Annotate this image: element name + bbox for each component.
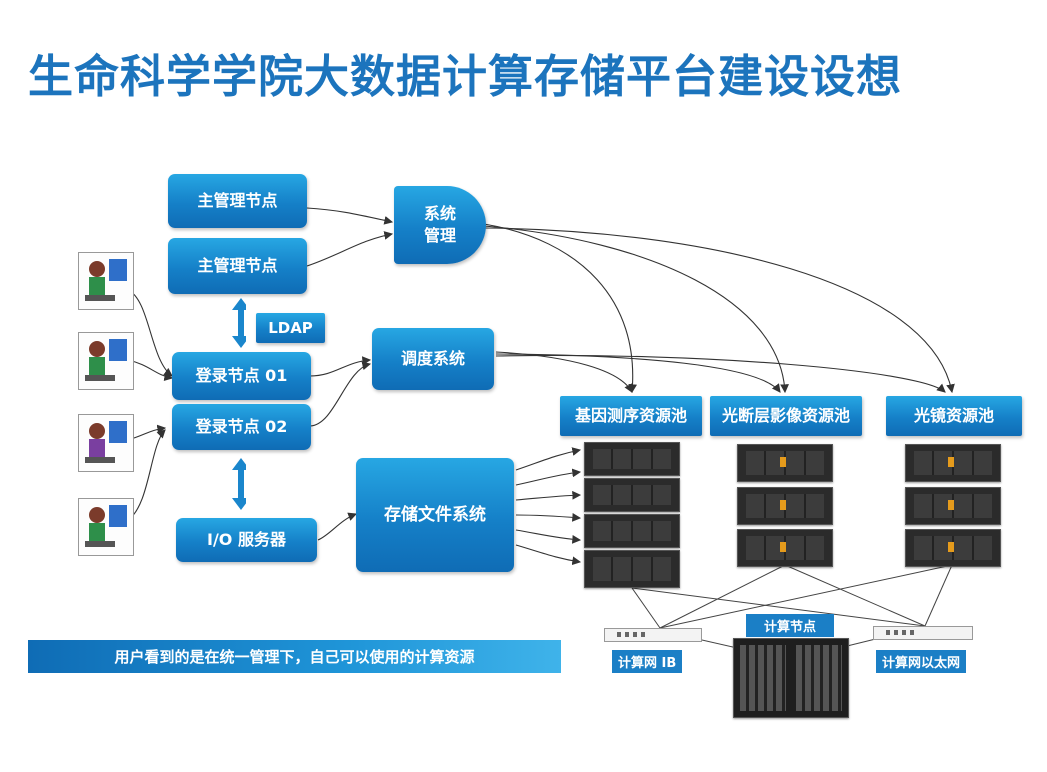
double-arrow-icon (232, 458, 246, 510)
ib-network-label: 计算网 IB (612, 650, 683, 673)
io-server: I/O 服务器 (176, 518, 317, 562)
ldap-label: LDAP (256, 313, 325, 343)
user-workstation-icon (78, 498, 134, 556)
server-unit (905, 444, 1001, 482)
login-node-01: 登录节点 01 (172, 352, 311, 400)
server-unit (905, 487, 1001, 525)
summary-banner: 用户看到的是在统一管理下，自己可以使用的计算资源 (28, 640, 561, 673)
user-workstation-icon (78, 414, 134, 472)
storage-server-unit (584, 442, 680, 476)
master-node-2: 主管理节点 (168, 238, 307, 294)
compute-nodes-label: 计算节点 (746, 614, 835, 637)
server-unit (737, 487, 833, 525)
storage-file-system: 存储文件系统 (356, 458, 514, 572)
master-node-1: 主管理节点 (168, 174, 307, 228)
login-node-02: 登录节点 02 (172, 404, 311, 450)
pool-light-microscope: 光镜资源池 (886, 396, 1022, 436)
ethernet-network-label: 计算网以太网 (876, 650, 967, 673)
server-unit (737, 444, 833, 482)
compute-node-chassis (733, 638, 849, 718)
double-arrow-icon (232, 298, 246, 348)
ib-switch-icon (604, 628, 702, 642)
server-unit (905, 529, 1001, 567)
system-management: 系统 管理 (394, 186, 486, 264)
pool-lightsheet-imaging: 光断层影像资源池 (710, 396, 862, 436)
server-unit (737, 529, 833, 567)
storage-server-unit (584, 514, 680, 548)
scheduler-system: 调度系统 (372, 328, 494, 390)
pool-genome-sequencing: 基因测序资源池 (560, 396, 702, 436)
storage-server-unit (584, 550, 680, 588)
user-workstation-icon (78, 332, 134, 390)
ethernet-switch-icon (873, 626, 973, 640)
storage-server-unit (584, 478, 680, 512)
user-workstation-icon (78, 252, 134, 310)
page-title: 生命科学学院大数据计算存储平台建设设想 (28, 50, 903, 103)
